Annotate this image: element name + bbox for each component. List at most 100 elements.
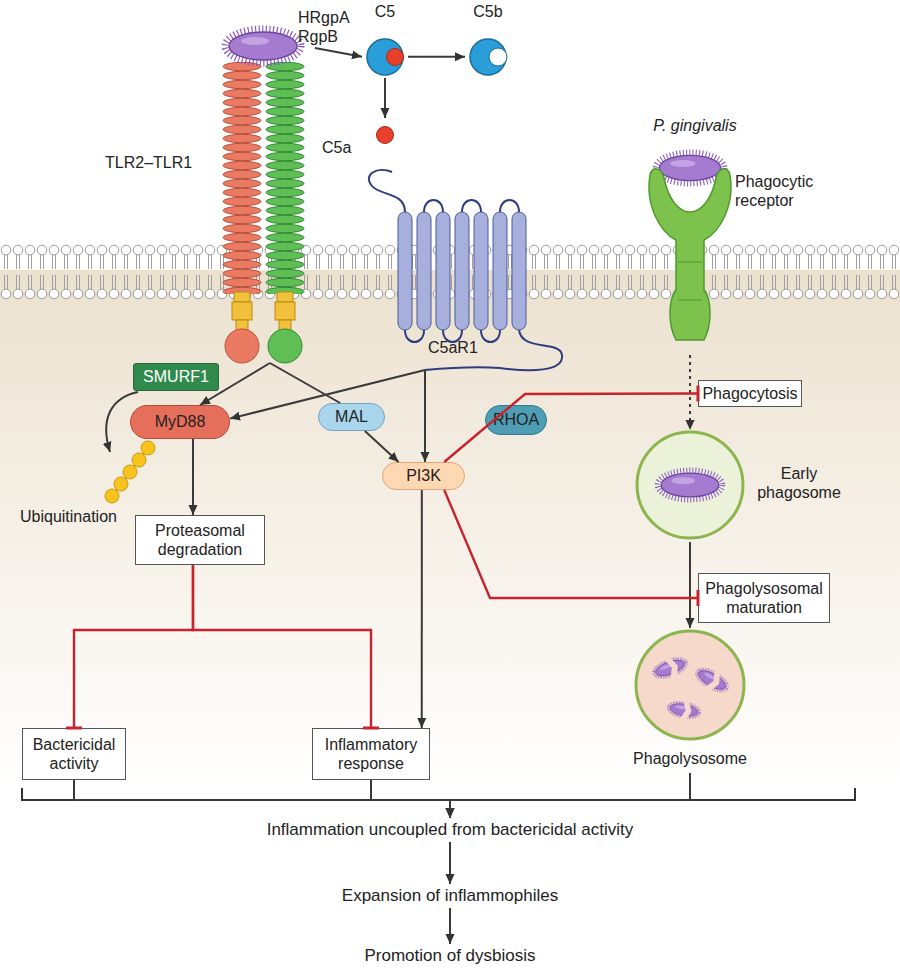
bacterium-fragment [693, 665, 730, 695]
receptor-c-terminus [425, 330, 562, 370]
node-label: TLR2–TLR1 [105, 153, 205, 172]
bacterium-fragment [667, 700, 701, 720]
tir-domain [225, 329, 259, 363]
outcome-text: Promotion of dysbiosis [250, 944, 650, 968]
node-label: Phagocytic receptor [735, 172, 835, 210]
summary-bracket [22, 788, 855, 800]
node-label: Phagolysosomal maturation [703, 579, 825, 617]
ubiquitin [141, 441, 155, 455]
complement-fragment: C5a [320, 118, 398, 160]
outcome-box: Inflammatory response [312, 728, 430, 780]
receptor-helix [455, 212, 469, 330]
node-label: Promotion of dysbiosis [364, 946, 535, 966]
receptor-helix [398, 212, 412, 330]
degraded-bacterium [667, 698, 702, 722]
connector [408, 56, 465, 58]
connector [74, 780, 450, 818]
bacterium-fragment [651, 655, 688, 681]
node-label: Bactericidal activity [27, 735, 121, 773]
ubiquitin [105, 489, 119, 503]
receptor-helix [417, 212, 431, 330]
connector [365, 431, 399, 462]
receptor-helix [474, 212, 488, 330]
bacterium [656, 153, 724, 184]
ubiquitin [132, 453, 146, 467]
organism-label: P. gingivalis [640, 116, 750, 135]
receptor-complex: TLR2–TLR1 [95, 25, 315, 363]
inhibition-connector [444, 394, 698, 463]
bacterium [225, 29, 301, 63]
ubiquitin-chain-link [112, 448, 148, 496]
ubiquitin [123, 465, 137, 479]
transmembrane-domain [234, 292, 250, 302]
protein-box: MAL [318, 403, 385, 431]
connector [689, 355, 691, 430]
node-label: Phagolysosome [620, 749, 760, 768]
node-label: Proteasomal degradation [140, 521, 260, 559]
connector [689, 542, 691, 628]
connector [200, 363, 270, 405]
fracture [680, 700, 693, 720]
outcome-box: Bactericidal activity [22, 728, 126, 780]
connector [315, 48, 362, 57]
node-label: Early phagosome [753, 464, 845, 502]
complement-circle [367, 39, 403, 75]
inhibition-connector [444, 490, 698, 598]
receptor-helix [512, 212, 526, 330]
node-label: SMURF1 [143, 367, 209, 386]
tir-domain [268, 329, 302, 363]
inhibition-connector [193, 565, 371, 728]
fracture [705, 670, 724, 693]
bacterium [658, 471, 723, 500]
cleavage-site [489, 48, 507, 66]
fracture [664, 656, 681, 678]
receptor-segment [678, 262, 702, 300]
phagolysosome-circle: Phagolysosome [620, 628, 760, 773]
node-label: C5b [465, 2, 511, 21]
node-label: Inflammation uncoupled from bactericidal… [267, 820, 634, 840]
phagocytic-receptor-shape [649, 169, 731, 340]
node-label: PI3K [406, 466, 441, 485]
phagocytic-receptor: Phagocytic receptor [640, 140, 840, 355]
transmembrane-domain [277, 292, 293, 302]
c5a-fragment [377, 127, 394, 144]
tlr2-ectodomain [222, 62, 262, 294]
degraded-bacterium [651, 653, 690, 683]
process-box: Phagolysosomal maturation [698, 573, 830, 623]
connector [192, 439, 194, 515]
protein-box: MyD88 [130, 405, 230, 439]
connector [450, 773, 690, 818]
complement-protein: C5 [362, 2, 408, 78]
ubiquitin [114, 477, 128, 491]
node-label: MAL [335, 407, 368, 426]
outcome-text: Inflammation uncoupled from bactericidal… [100, 818, 800, 842]
connector [449, 842, 451, 884]
connector [230, 370, 425, 419]
connector [270, 363, 340, 403]
inhibition-connector [74, 565, 193, 728]
receptor-helix [436, 212, 450, 330]
connector [449, 908, 451, 944]
protein-box: RHOA [485, 405, 547, 435]
connector [421, 490, 423, 728]
degraded-bacterium [692, 663, 732, 697]
node-label: RHOA [493, 410, 539, 429]
process-box: Proteasomal degradation [135, 515, 265, 565]
edge-label: HRgpA RgpB [298, 8, 362, 46]
node-label: Phagocytosis [702, 384, 797, 403]
transmembrane-domain [275, 302, 295, 320]
tlr1-ectodomain [265, 62, 305, 294]
cytoplasm [0, 270, 900, 790]
node-label: C5 [362, 2, 408, 21]
protein-box: PI3K [382, 462, 465, 490]
connector [371, 780, 450, 818]
outcome-text: Expansion of inflammophiles [250, 884, 650, 908]
complement-circle [470, 39, 506, 75]
node-label: MyD88 [155, 412, 206, 431]
transmembrane-domain [232, 302, 252, 320]
phagolysosome-membrane [636, 631, 744, 739]
receptor-helix [493, 212, 507, 330]
